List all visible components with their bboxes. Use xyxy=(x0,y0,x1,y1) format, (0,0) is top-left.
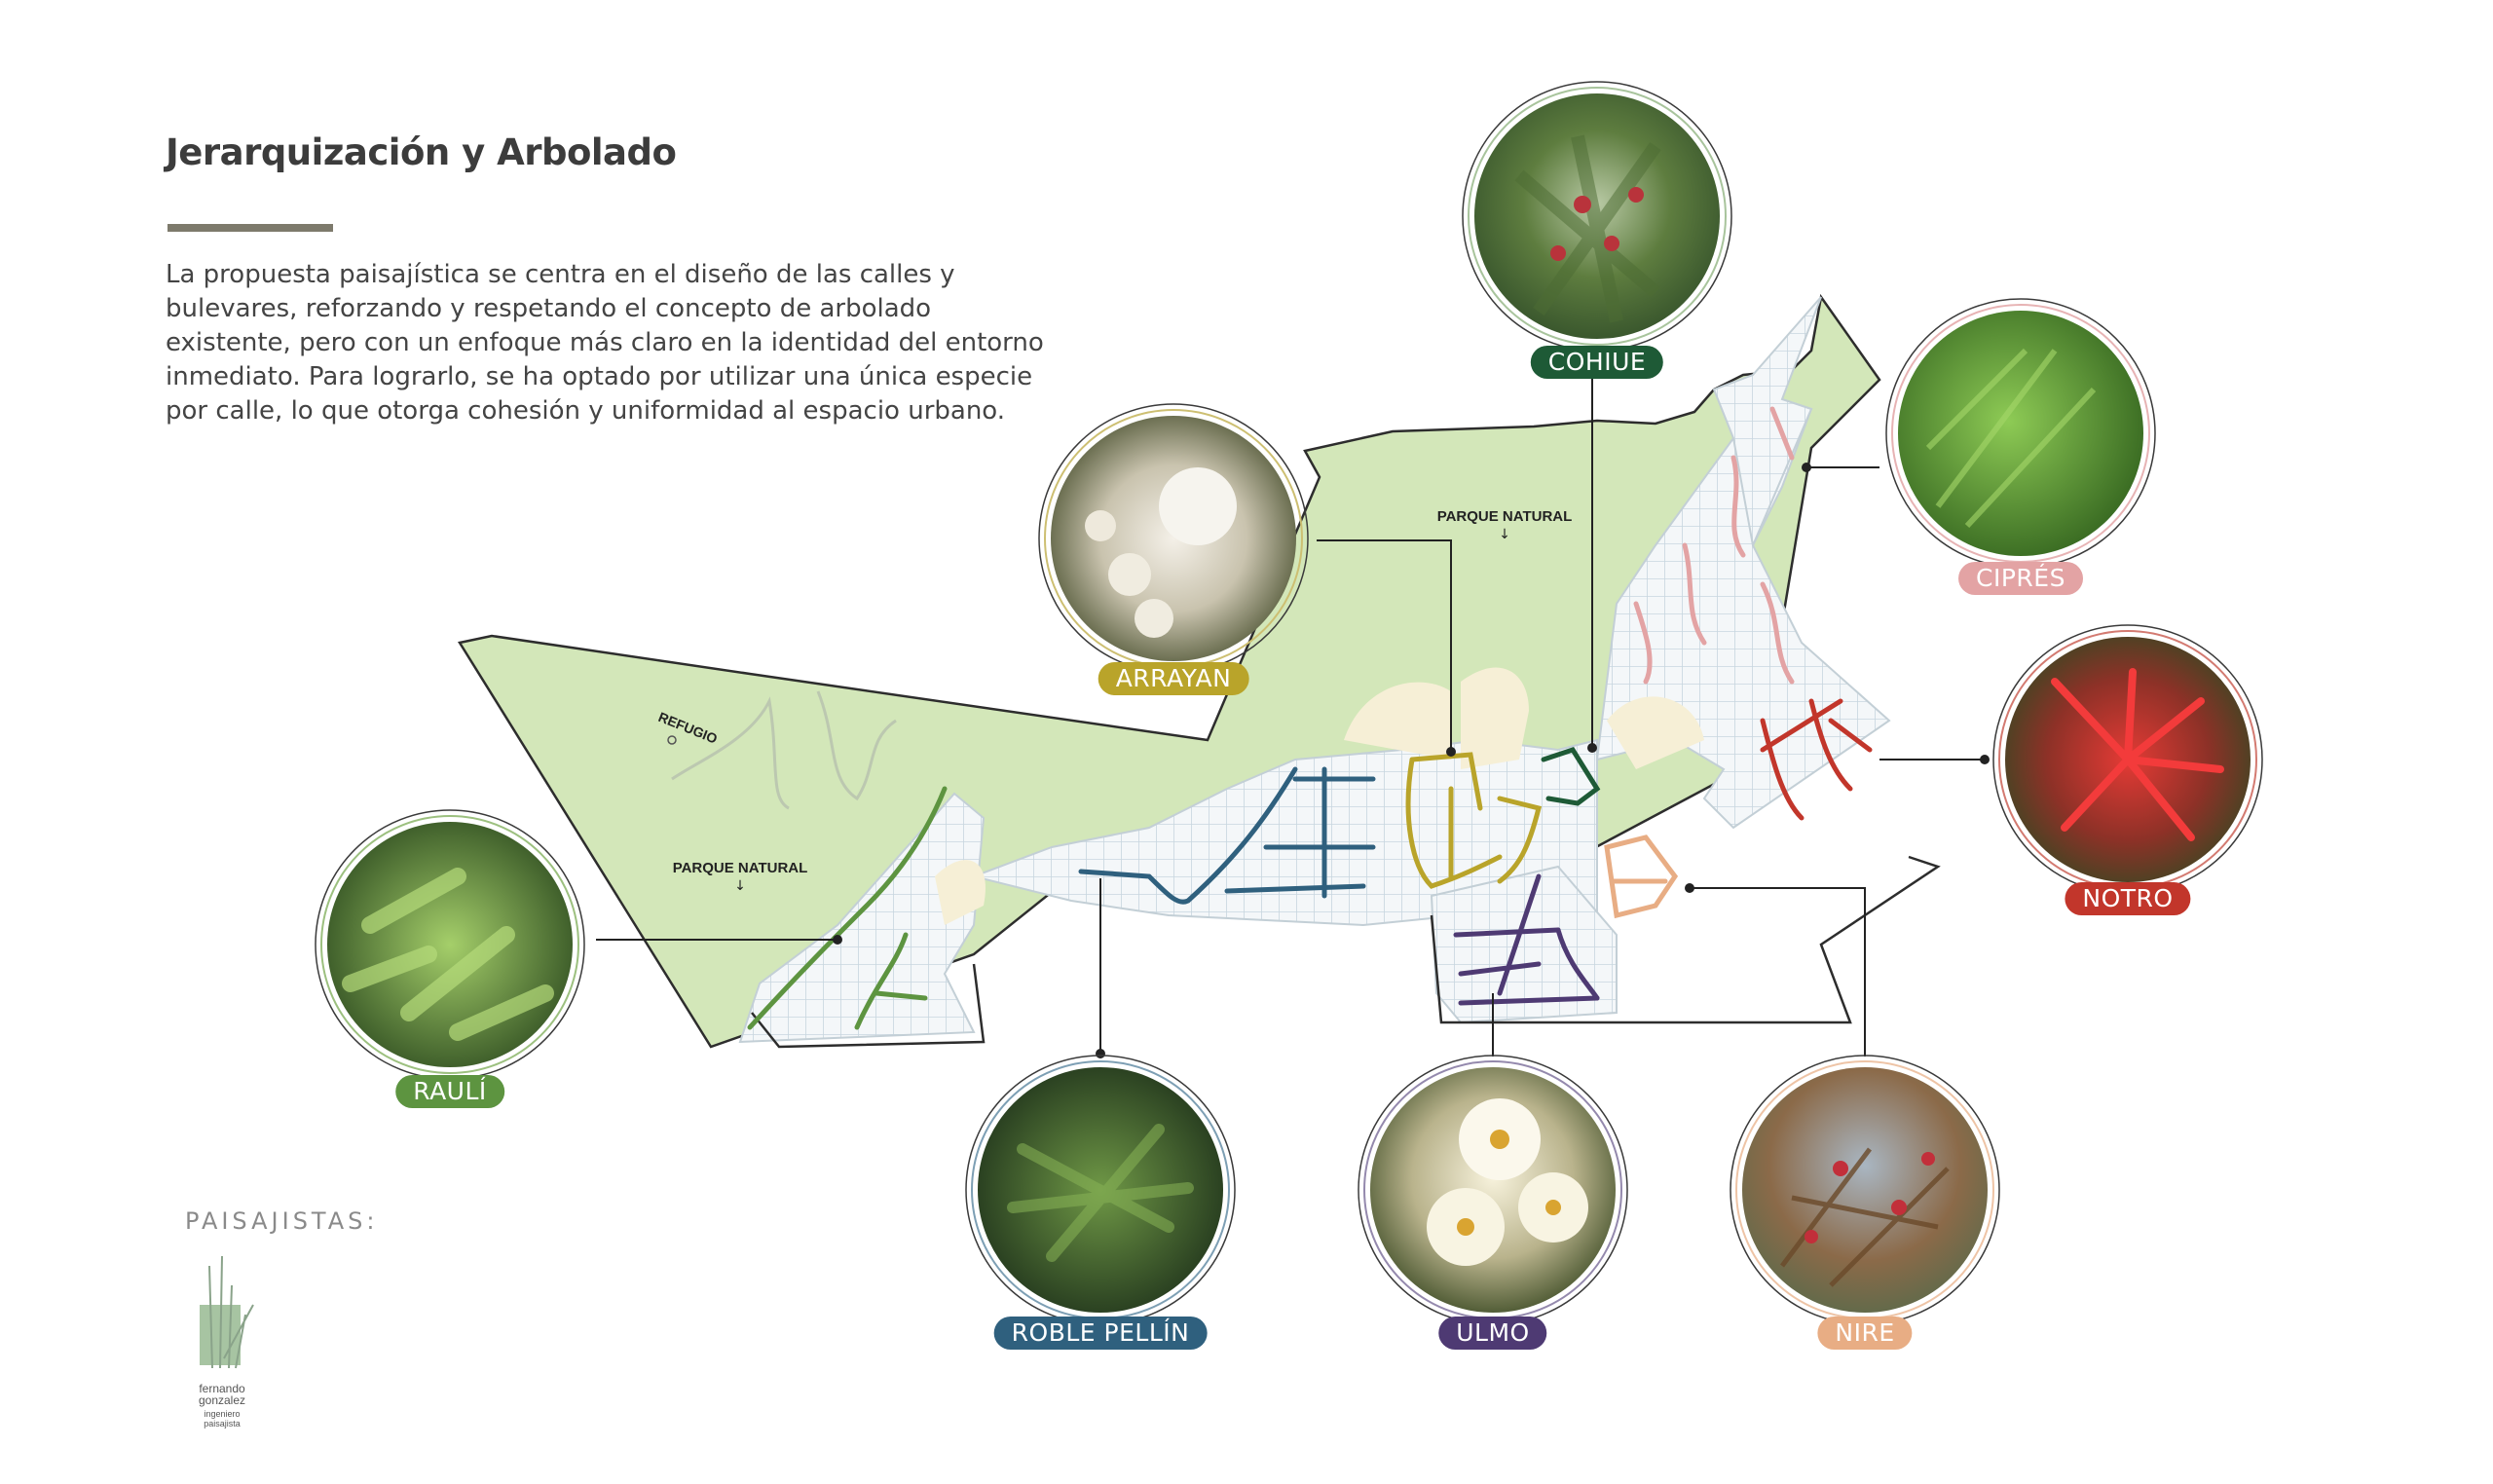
cipres-streets xyxy=(1633,406,1795,685)
sand-patch xyxy=(1461,667,1529,769)
title-underline xyxy=(167,224,333,232)
page-title: Jerarquización y Arbolado xyxy=(166,131,677,173)
nire-leaves-photo xyxy=(1742,1067,1988,1313)
leader-lines xyxy=(596,363,1985,1057)
arrayan-photo-circle xyxy=(1038,403,1309,674)
designers-label: PAISAJISTAS: xyxy=(185,1207,379,1235)
badge-roble-pellin: ROBLE PELLÍN xyxy=(993,1317,1208,1350)
south-boundary xyxy=(1430,855,1941,1024)
notro-streets xyxy=(1760,698,1873,821)
badge-arrayan: ARRAYAN xyxy=(1098,662,1249,695)
park-label-west: PARQUE NATURAL xyxy=(673,860,808,876)
ulmo-photo-circle xyxy=(1358,1055,1628,1325)
sand-patch xyxy=(1344,682,1451,760)
badge-rauli: RAULÍ xyxy=(395,1075,504,1108)
landscape-architect-logo xyxy=(200,1256,254,1369)
badge-ulmo: ULMO xyxy=(1438,1317,1547,1350)
logo-name-2: gonzalez xyxy=(198,1393,246,1407)
park-label-west-arrow: ↓ xyxy=(734,878,746,894)
trail xyxy=(671,696,790,810)
arrayan-streets xyxy=(1405,752,1543,889)
badge-nire: NIRE xyxy=(1817,1317,1913,1350)
cipres-photo-circle xyxy=(1885,298,2156,569)
sand-patch xyxy=(935,860,986,925)
urban-blocks-south xyxy=(1430,865,1618,1024)
arrayan-flower-photo xyxy=(1051,416,1296,661)
roble-streets xyxy=(1078,766,1376,905)
badge-cipres: CIPRÉS xyxy=(1958,562,2083,595)
park-label-north-arrow: ↓ xyxy=(1499,527,1510,542)
badge-notro: NOTRO xyxy=(2065,882,2191,915)
nire-streets xyxy=(1604,835,1679,919)
urban-blocks-west xyxy=(738,792,986,1044)
cohiue-streets xyxy=(1541,747,1601,806)
roble-photo-circle xyxy=(965,1055,1236,1325)
badge-cohiue: COHIUE xyxy=(1530,346,1664,379)
ulmo-flower-photo xyxy=(1370,1067,1616,1313)
park-label-north: PARQUE NATURAL xyxy=(1437,508,1573,525)
rauli-photo-circle xyxy=(315,809,585,1080)
rauli-streets xyxy=(747,786,948,1030)
west-boundary xyxy=(751,963,986,1049)
trail xyxy=(816,690,897,801)
sand-patch xyxy=(1607,696,1704,769)
logo-name-1: fernando xyxy=(199,1382,245,1395)
intro-paragraph: La propuesta paisajística se centra en e… xyxy=(166,260,1044,426)
urban-blocks-ne xyxy=(1712,296,1822,549)
cypress-foliage-photo xyxy=(1898,311,2143,556)
ulmo-streets xyxy=(1453,873,1600,1006)
urban-blocks-center xyxy=(970,738,1598,936)
refuge-marker xyxy=(667,735,677,745)
nire-photo-circle xyxy=(1730,1055,2000,1325)
logo-role-1: ingeniero xyxy=(204,1409,241,1419)
cohiue-photo-circle xyxy=(1462,81,1732,352)
logo-role-2: paisajista xyxy=(204,1419,241,1428)
notro-photo-circle xyxy=(1992,624,2263,895)
